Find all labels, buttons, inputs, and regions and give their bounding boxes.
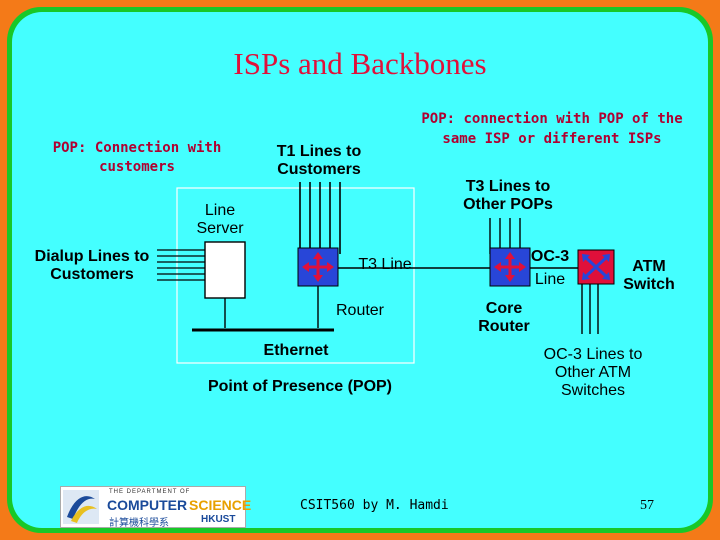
footer-credit: CSIT560 by M. Hamdi <box>300 498 449 513</box>
slide-title: ISPs and Backbones <box>233 46 487 81</box>
label-line-server: Line Server <box>196 202 244 237</box>
logo-science: SCIENCE <box>189 497 252 513</box>
core-router-icon <box>489 247 531 287</box>
label-core-router: Core Router <box>478 300 530 335</box>
label-t1-lines: T1 Lines to Customers <box>276 143 362 178</box>
label-oc3: OC-3 <box>530 248 570 265</box>
label-dialup: Dialup Lines to Customers <box>34 248 150 283</box>
label-atm-switch: ATM Switch <box>623 258 675 293</box>
label-pop-other: POP: connection with POP of the same ISP… <box>421 111 683 147</box>
label-ethernet: Ethernet <box>263 342 329 359</box>
department-logo: THE DEPARTMENT OF COMPUTER SCIENCE 計算機科學… <box>60 486 251 528</box>
logo-hkust: HKUST <box>201 514 236 525</box>
network-diagram <box>157 182 615 364</box>
atm-switch-icon <box>577 249 615 285</box>
label-t3-other-pops: T3 Lines to Other POPs <box>463 178 553 213</box>
slide-frame: ISPs and Backbones <box>7 7 713 533</box>
slide-panel: ISPs and Backbones <box>12 12 708 528</box>
logo-line1: THE DEPARTMENT OF <box>109 489 191 495</box>
label-router: Router <box>335 302 385 319</box>
logo-chinese: 計算機科學系 <box>109 518 169 528</box>
page-number: 57 <box>640 498 654 513</box>
logo-computer: COMPUTER <box>107 497 188 513</box>
label-t3-line: T3 Line <box>358 256 412 273</box>
router-icon <box>297 247 339 287</box>
label-pop-customers: POP: Connection with customers <box>52 140 222 175</box>
pop-box <box>176 187 415 364</box>
hkust-emblem-icon <box>63 490 99 524</box>
label-oc3-line: Line <box>534 271 566 288</box>
label-oc3-lines: OC-3 Lines to Other ATM Switches <box>543 346 643 399</box>
line-server <box>204 241 246 299</box>
label-pop: Point of Presence (POP) <box>207 378 393 395</box>
